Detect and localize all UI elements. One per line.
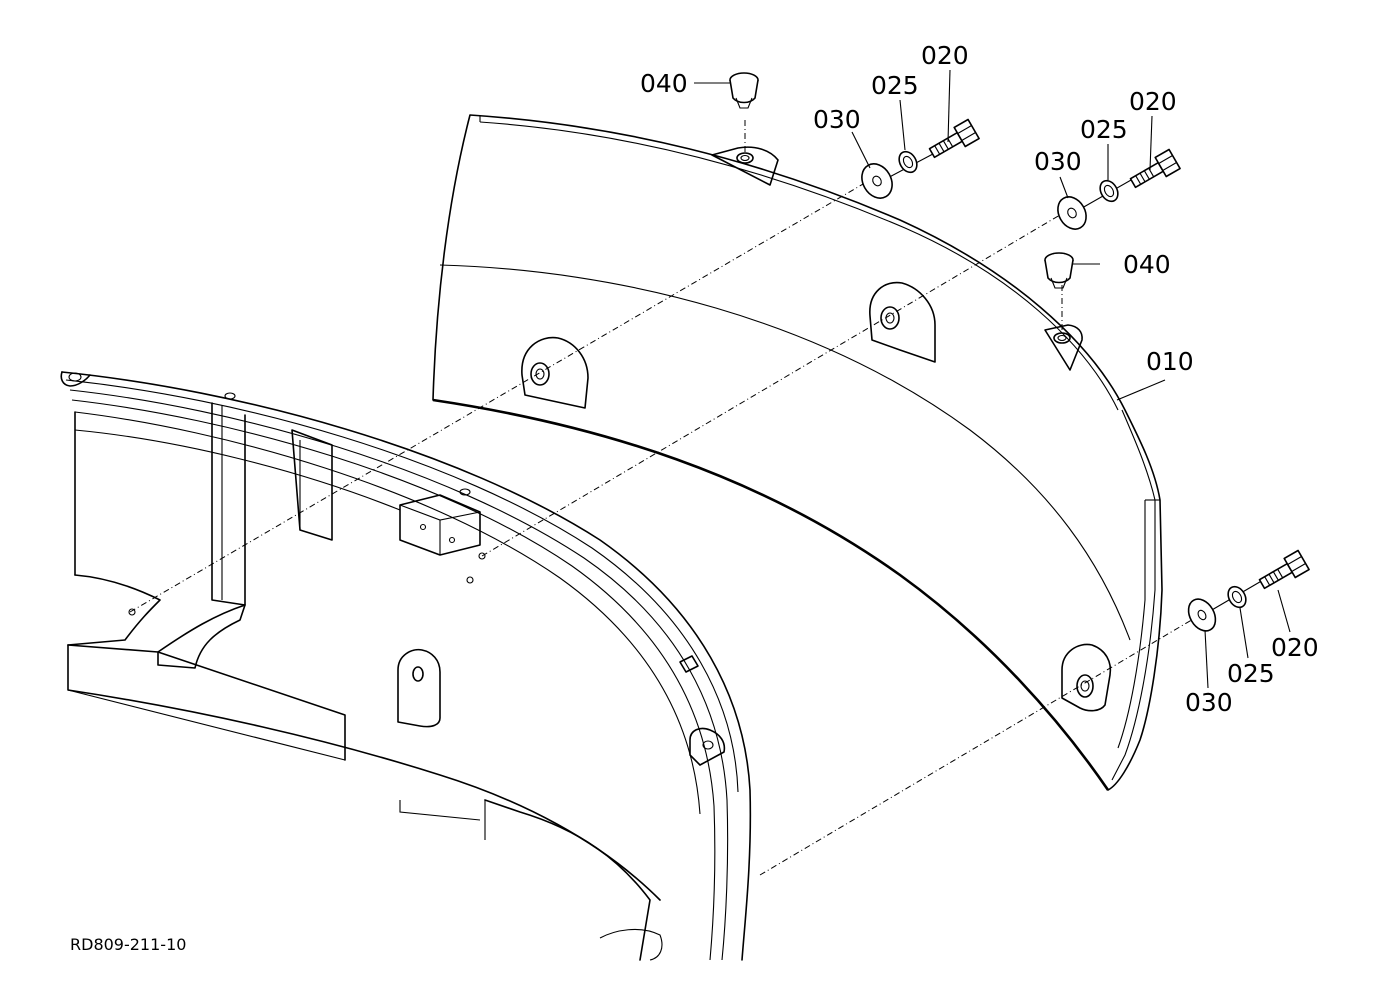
bolt-020-c bbox=[1258, 549, 1310, 590]
washer-030-a bbox=[861, 163, 893, 199]
weight-010 bbox=[432, 114, 1163, 791]
callout-030-mid: 030 bbox=[1034, 147, 1082, 176]
washer-030-b bbox=[1057, 196, 1087, 230]
clip-040-top bbox=[729, 72, 759, 109]
hardware bbox=[729, 72, 1310, 632]
fender-body bbox=[60, 371, 752, 961]
clip-040-mid bbox=[1044, 252, 1074, 289]
callout-040-mid: 040 bbox=[1123, 250, 1171, 279]
washer-030-c bbox=[1187, 598, 1217, 632]
callout-030-top: 030 bbox=[813, 105, 861, 134]
drawing-reference: RD809-211-10 bbox=[70, 935, 186, 954]
spring-washer-025-a bbox=[898, 150, 918, 174]
callout-025-mid: 025 bbox=[1080, 115, 1128, 144]
bolt-020-a bbox=[928, 118, 980, 159]
callout-020-top: 020 bbox=[921, 41, 969, 70]
callout-020-bottom: 020 bbox=[1271, 633, 1319, 662]
callout-labels: 040 030 025 020 030 025 020 040 010 020 … bbox=[70, 41, 1319, 954]
callout-030-bottom: 030 bbox=[1185, 688, 1233, 717]
callout-025-top: 025 bbox=[871, 71, 919, 100]
spring-washer-025-b bbox=[1099, 179, 1119, 203]
spring-washer-025-c bbox=[1227, 585, 1247, 609]
callout-040-top: 040 bbox=[640, 69, 688, 98]
callout-010: 010 bbox=[1146, 347, 1194, 376]
callout-020-mid: 020 bbox=[1129, 87, 1177, 116]
bolt-020-b bbox=[1129, 148, 1181, 189]
callout-025-bottom: 025 bbox=[1227, 659, 1275, 688]
leader-lines bbox=[694, 69, 1291, 689]
